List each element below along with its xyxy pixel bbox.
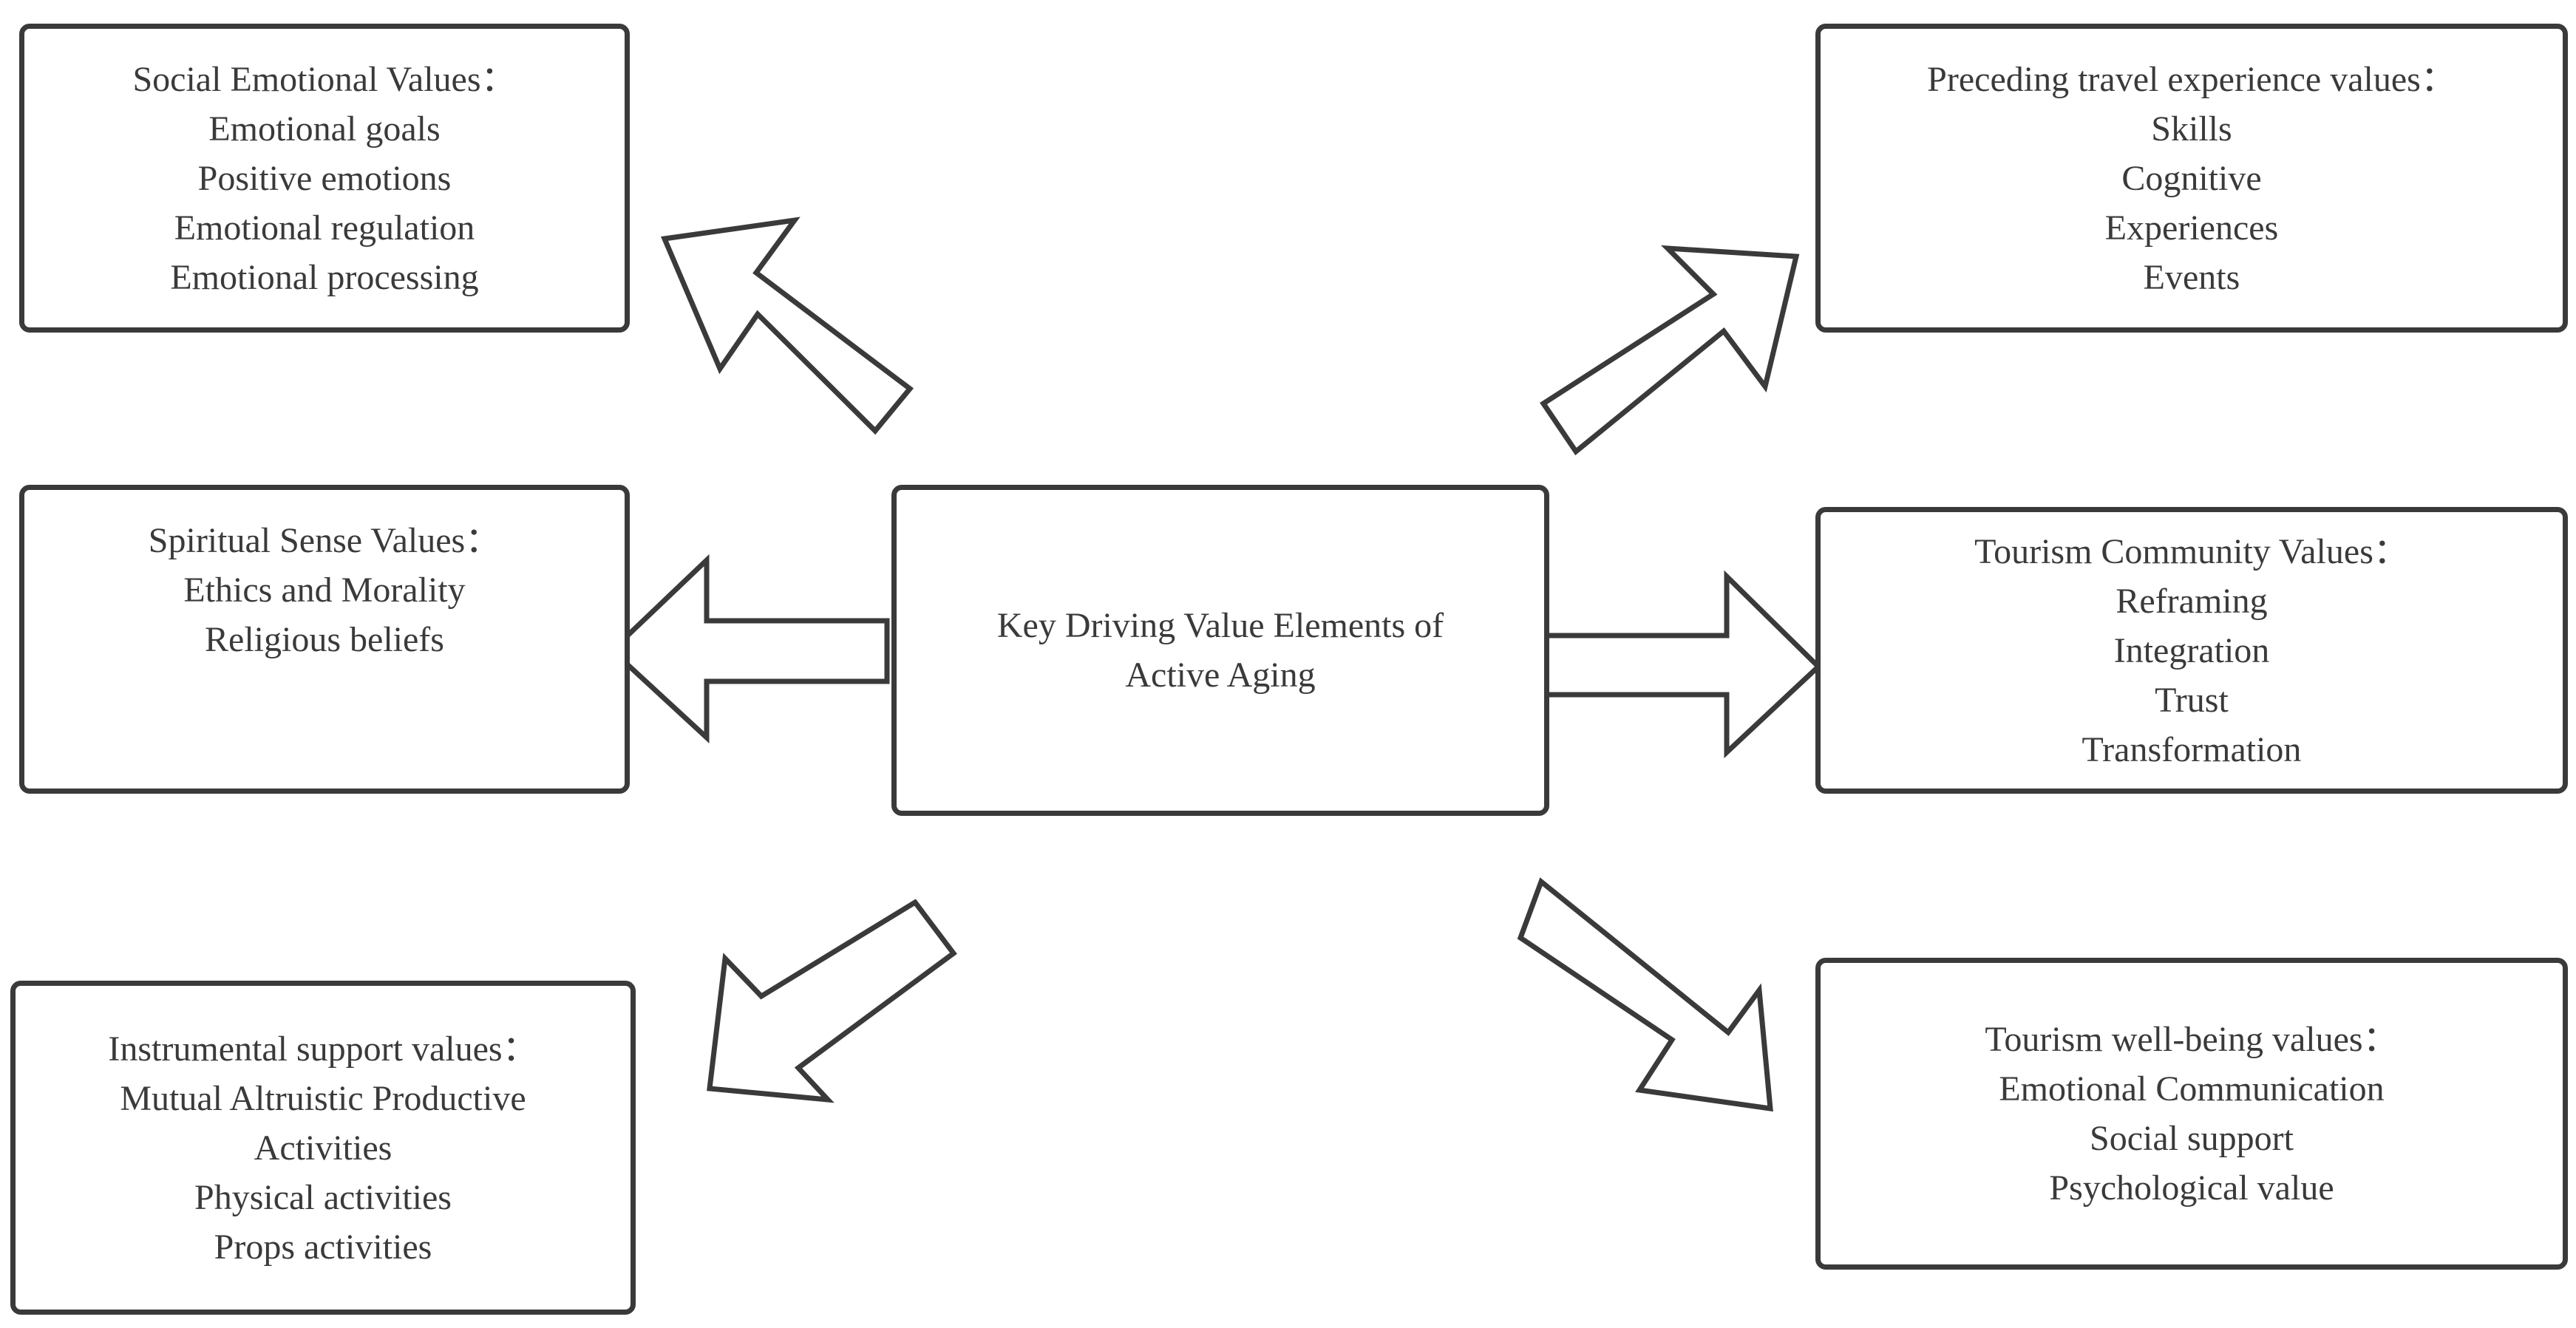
arrow-to-social-emotional (660, 217, 914, 435)
instrumental-support-title: Instrumental support values： (108, 1029, 538, 1069)
preceding-travel-values-box: Preceding travel experience values： Skil… (1815, 24, 2568, 333)
tourism-community-item: Integration (2113, 630, 2270, 670)
arrow-to-preceding-travel (1540, 245, 1800, 456)
central-concept-line: Key Driving Value Elements of (996, 606, 1444, 645)
social-emotional-item: Emotional goals (208, 109, 441, 149)
tourism-community-values-box: Tourism Community Values： Reframing Inte… (1815, 507, 2568, 794)
spiritual-sense-item: Ethics and Morality (183, 570, 466, 610)
social-emotional-item: Emotional regulation (174, 208, 475, 248)
arrow-to-spiritual-sense (608, 554, 890, 743)
arrow-to-instrumental-support (707, 899, 957, 1103)
central-concept-line: Active Aging (1125, 656, 1316, 695)
spiritual-sense-values-box: Spiritual Sense Values： Ethics and Moral… (19, 485, 630, 794)
arrow-to-tourism-wellbeing (1517, 877, 1773, 1112)
tourism-community-title: Tourism Community Values： (1974, 531, 2409, 571)
spiritual-sense-title: Spiritual Sense Values： (148, 520, 501, 560)
tourism-wellbeing-title: Tourism well-being values： (1985, 1020, 2399, 1059)
arrow-to-tourism-community (1540, 570, 1823, 759)
instrumental-support-item: Physical activities (194, 1177, 452, 1217)
tourism-community-item: Trust (2155, 680, 2229, 720)
tourism-wellbeing-values-box: Tourism well-being values： Emotional Com… (1815, 958, 2568, 1270)
tourism-community-item: Transformation (2081, 729, 2302, 769)
tourism-community-item: Reframing (2115, 581, 2268, 621)
tourism-wellbeing-item: Social support (2090, 1119, 2294, 1158)
instrumental-support-item: Activities (254, 1128, 392, 1168)
preceding-travel-title: Preceding travel experience values： (1927, 59, 2456, 99)
central-concept-box: Key Driving Value Elements of Active Agi… (891, 485, 1549, 816)
instrumental-support-values-box: Instrumental support values： Mutual Altr… (10, 981, 636, 1315)
preceding-travel-item: Experiences (2104, 208, 2279, 248)
social-emotional-values-box: Social Emotional Values： Emotional goals… (19, 24, 630, 333)
instrumental-support-item: Mutual Altruistic Productive (120, 1078, 526, 1118)
tourism-wellbeing-item: Psychological value (2049, 1168, 2334, 1208)
preceding-travel-item: Skills (2151, 109, 2232, 149)
spiritual-sense-item: Religious beliefs (205, 619, 444, 659)
preceding-travel-item: Events (2143, 257, 2240, 297)
social-emotional-title: Social Emotional Values： (132, 59, 517, 99)
instrumental-support-item: Props activities (214, 1227, 432, 1267)
social-emotional-item: Positive emotions (197, 158, 452, 198)
preceding-travel-item: Cognitive (2121, 158, 2262, 198)
social-emotional-item: Emotional processing (170, 257, 479, 297)
tourism-wellbeing-item: Emotional Communication (1999, 1069, 2385, 1109)
